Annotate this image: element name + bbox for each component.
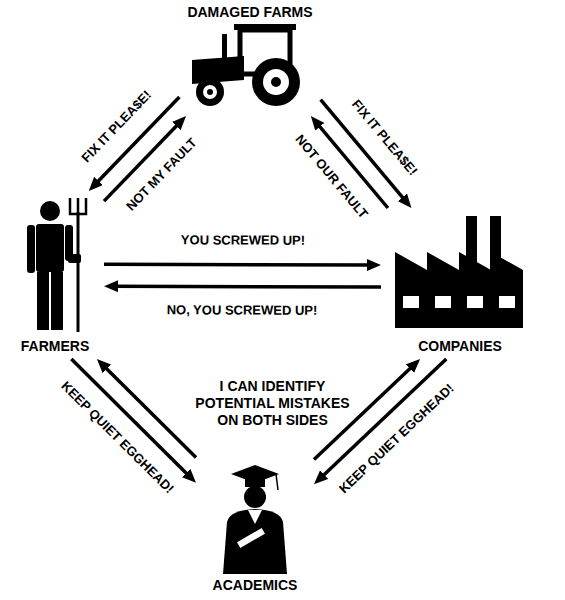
icon-node: ACADEMICS	[200, 460, 310, 594]
icon-node: DAMAGED FARMS	[183, 4, 316, 112]
node-label: DAMAGED FARMS	[187, 4, 312, 21]
edge-label: YOU SCREWED UP!	[178, 233, 306, 248]
edge-label: FIX IT PLEA$E!	[77, 87, 156, 168]
node-label: ACADEMICS	[213, 577, 298, 594]
icon-node: FARMERS	[10, 195, 100, 355]
edge-label: FIX IT PLEA$E!	[347, 96, 421, 181]
icon-node: COMPANIES	[385, 212, 535, 355]
node-label: FARMERS	[21, 338, 89, 355]
tractor-icon	[192, 24, 300, 106]
edge-label: NO, YOU SCREWED UP!	[165, 303, 320, 318]
arrow-connector	[112, 284, 381, 288]
factory-icon	[395, 216, 523, 328]
arrow-connector	[104, 262, 373, 266]
note-text: I CAN IDENTIFY POTENTIAL MISTAKES ON BOT…	[185, 378, 360, 428]
edge-label: KEEP QUIET EGGHEAD!	[335, 380, 459, 498]
edge-label: KEEP QUIET EGGHEAD!	[56, 378, 177, 499]
edge-label: NOT MY FAULT	[123, 134, 202, 216]
academic-icon	[223, 465, 287, 574]
farmer-icon	[27, 198, 86, 332]
node-label: COMPANIES	[418, 338, 502, 355]
